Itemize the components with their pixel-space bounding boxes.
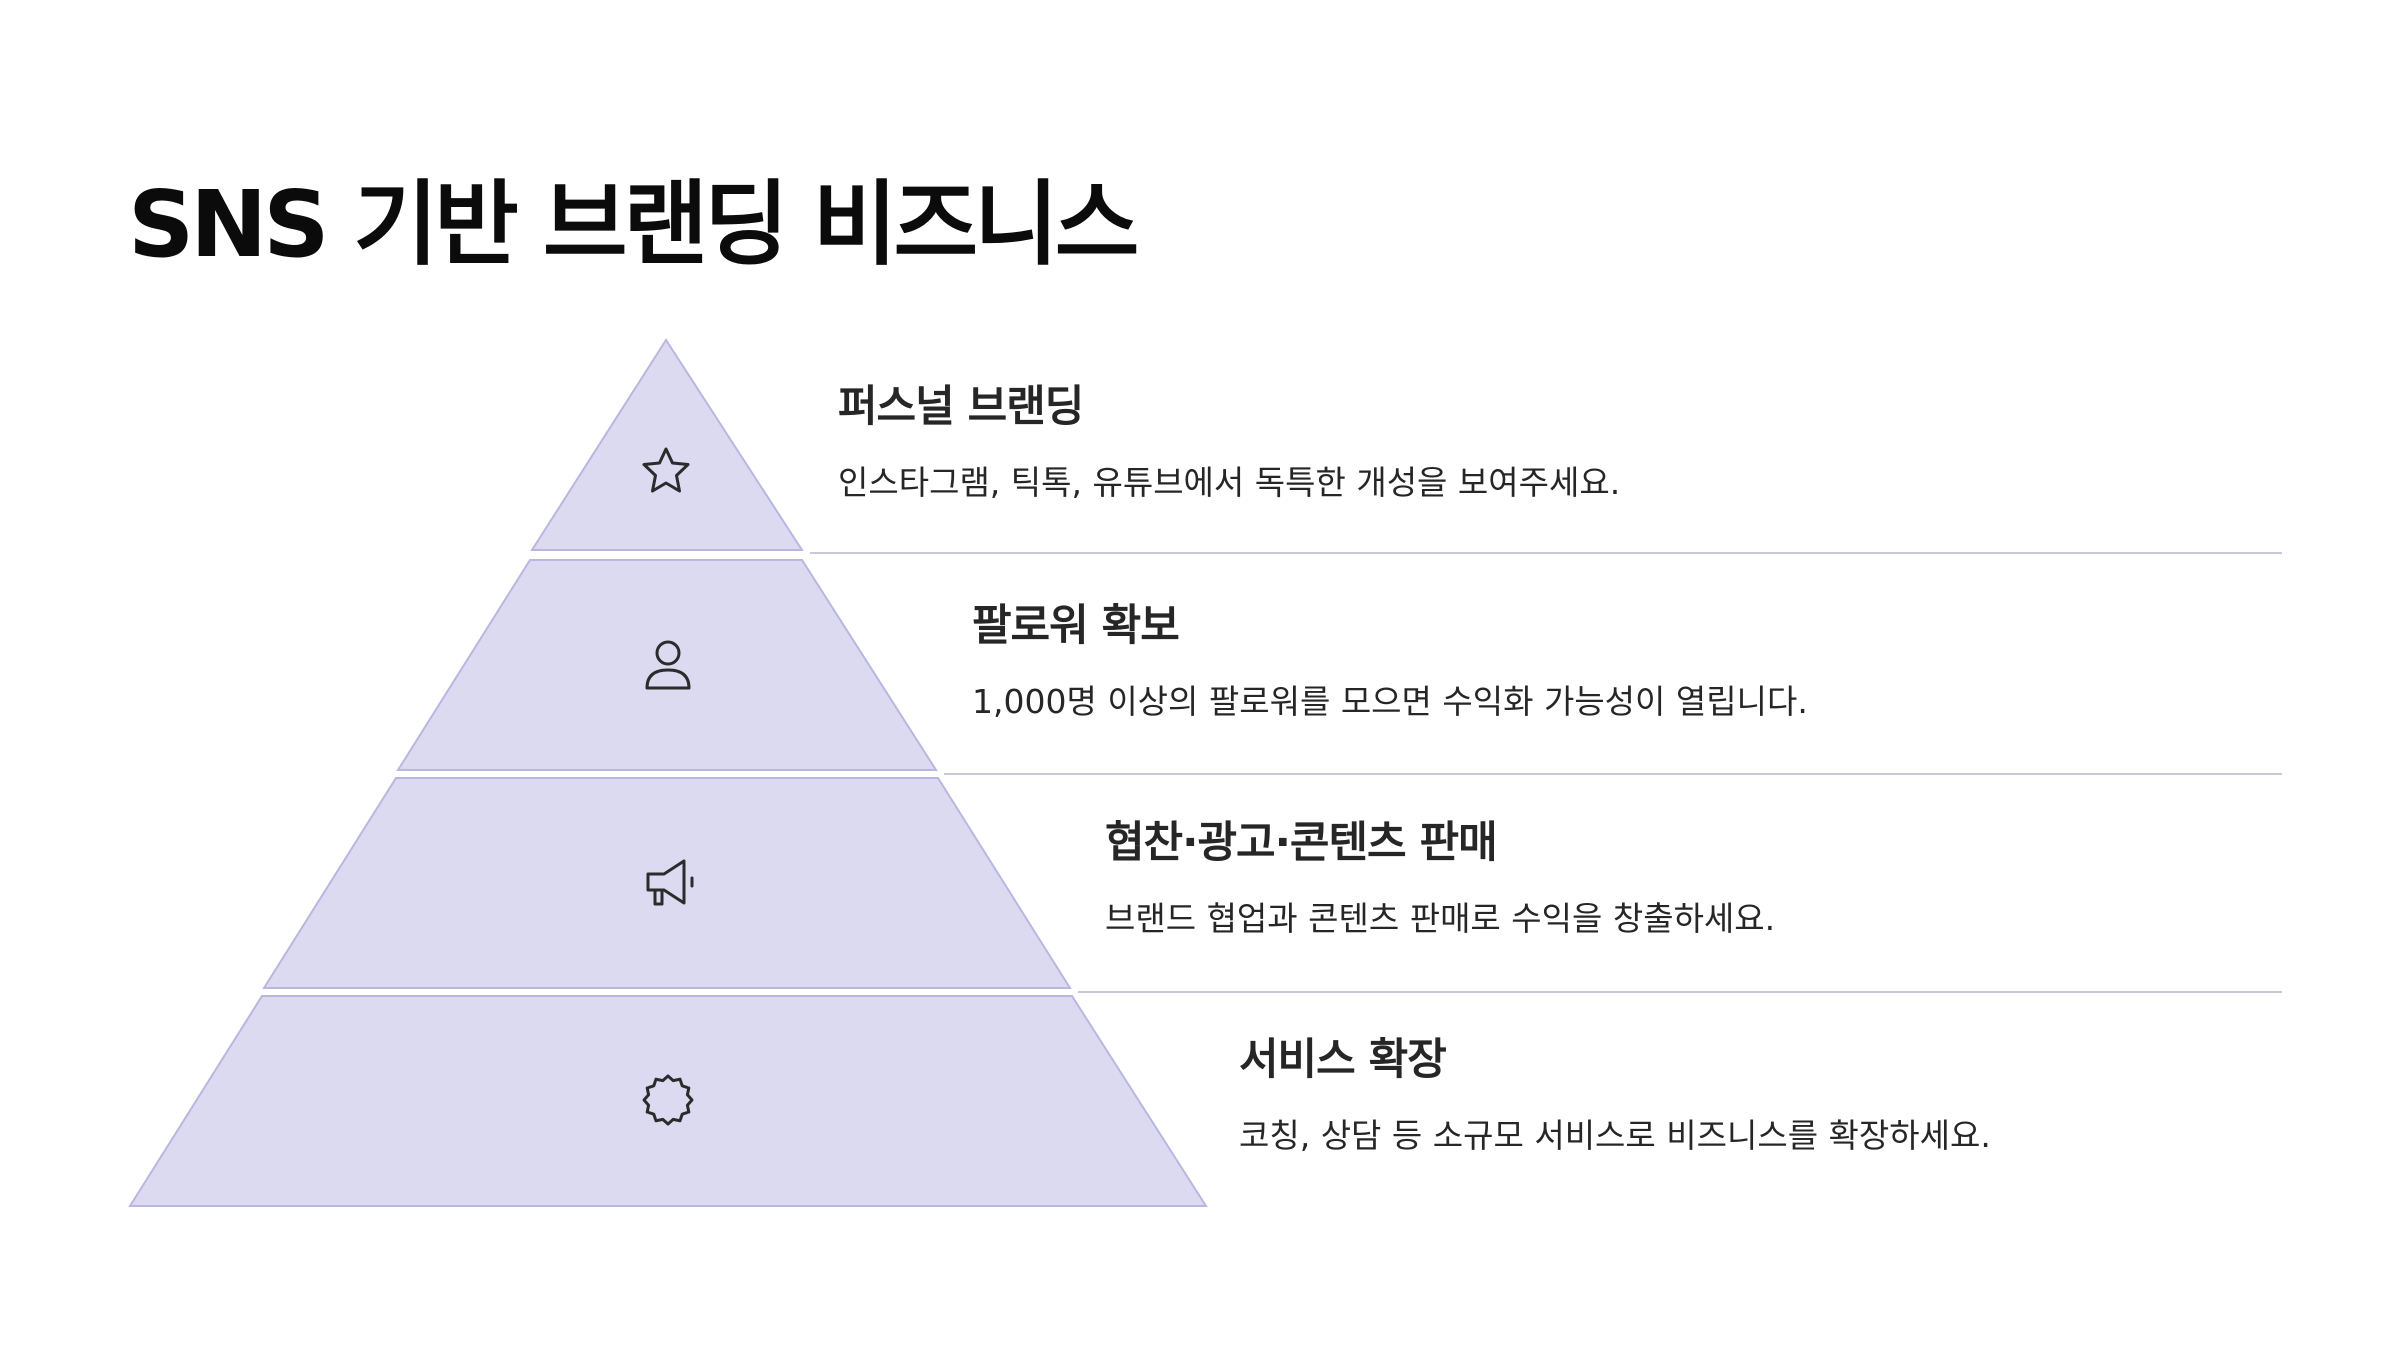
pyramid-tier-3 xyxy=(262,777,1072,989)
star-icon xyxy=(642,447,690,493)
megaphone-icon xyxy=(646,859,694,906)
pyramid-tier-1 xyxy=(530,338,804,551)
level-3-heading: 협찬·광고·콘텐츠 판매 xyxy=(1105,818,1498,868)
level-4-text: 서비스 확장 코칭, 상담 등 소규모 서비스로 비즈니스를 확장하세요. xyxy=(1239,1025,1991,1157)
user-icon xyxy=(645,640,691,690)
slide-title: SNS 기반 브랜딩 비즈니스 xyxy=(128,171,1139,278)
level-1-text: 퍼스널 브랜딩 인스타그램, 틱톡, 유튜브에서 독특한 개성을 보여주세요. xyxy=(838,372,1620,504)
badge-icon xyxy=(642,1074,694,1126)
level-2-heading: 팔로워 확보 xyxy=(972,601,1180,651)
level-1-heading: 퍼스널 브랜딩 xyxy=(838,382,1084,432)
level-2-text: 팔로워 확보 1,000명 이상의 팔로워를 모으면 수익화 가능성이 열립니다… xyxy=(972,591,1808,723)
level-3-description: 브랜드 협업과 콘텐츠 판매로 수익을 창출하세요. xyxy=(1105,899,1776,938)
level-2-description: 1,000명 이상의 팔로워를 모으면 수익화 가능성이 열립니다. xyxy=(972,682,1808,721)
level-4-description: 코칭, 상담 등 소규모 서비스로 비즈니스를 확장하세요. xyxy=(1239,1116,1991,1155)
level-1-description: 인스타그램, 틱톡, 유튜브에서 독특한 개성을 보여주세요. xyxy=(838,463,1621,502)
level-4-heading: 서비스 확장 xyxy=(1239,1035,1447,1085)
level-3-text: 협찬·광고·콘텐츠 판매 브랜드 협업과 콘텐츠 판매로 수익을 창출하세요. xyxy=(1105,808,1775,940)
pyramid-tier-4 xyxy=(128,995,1208,1207)
